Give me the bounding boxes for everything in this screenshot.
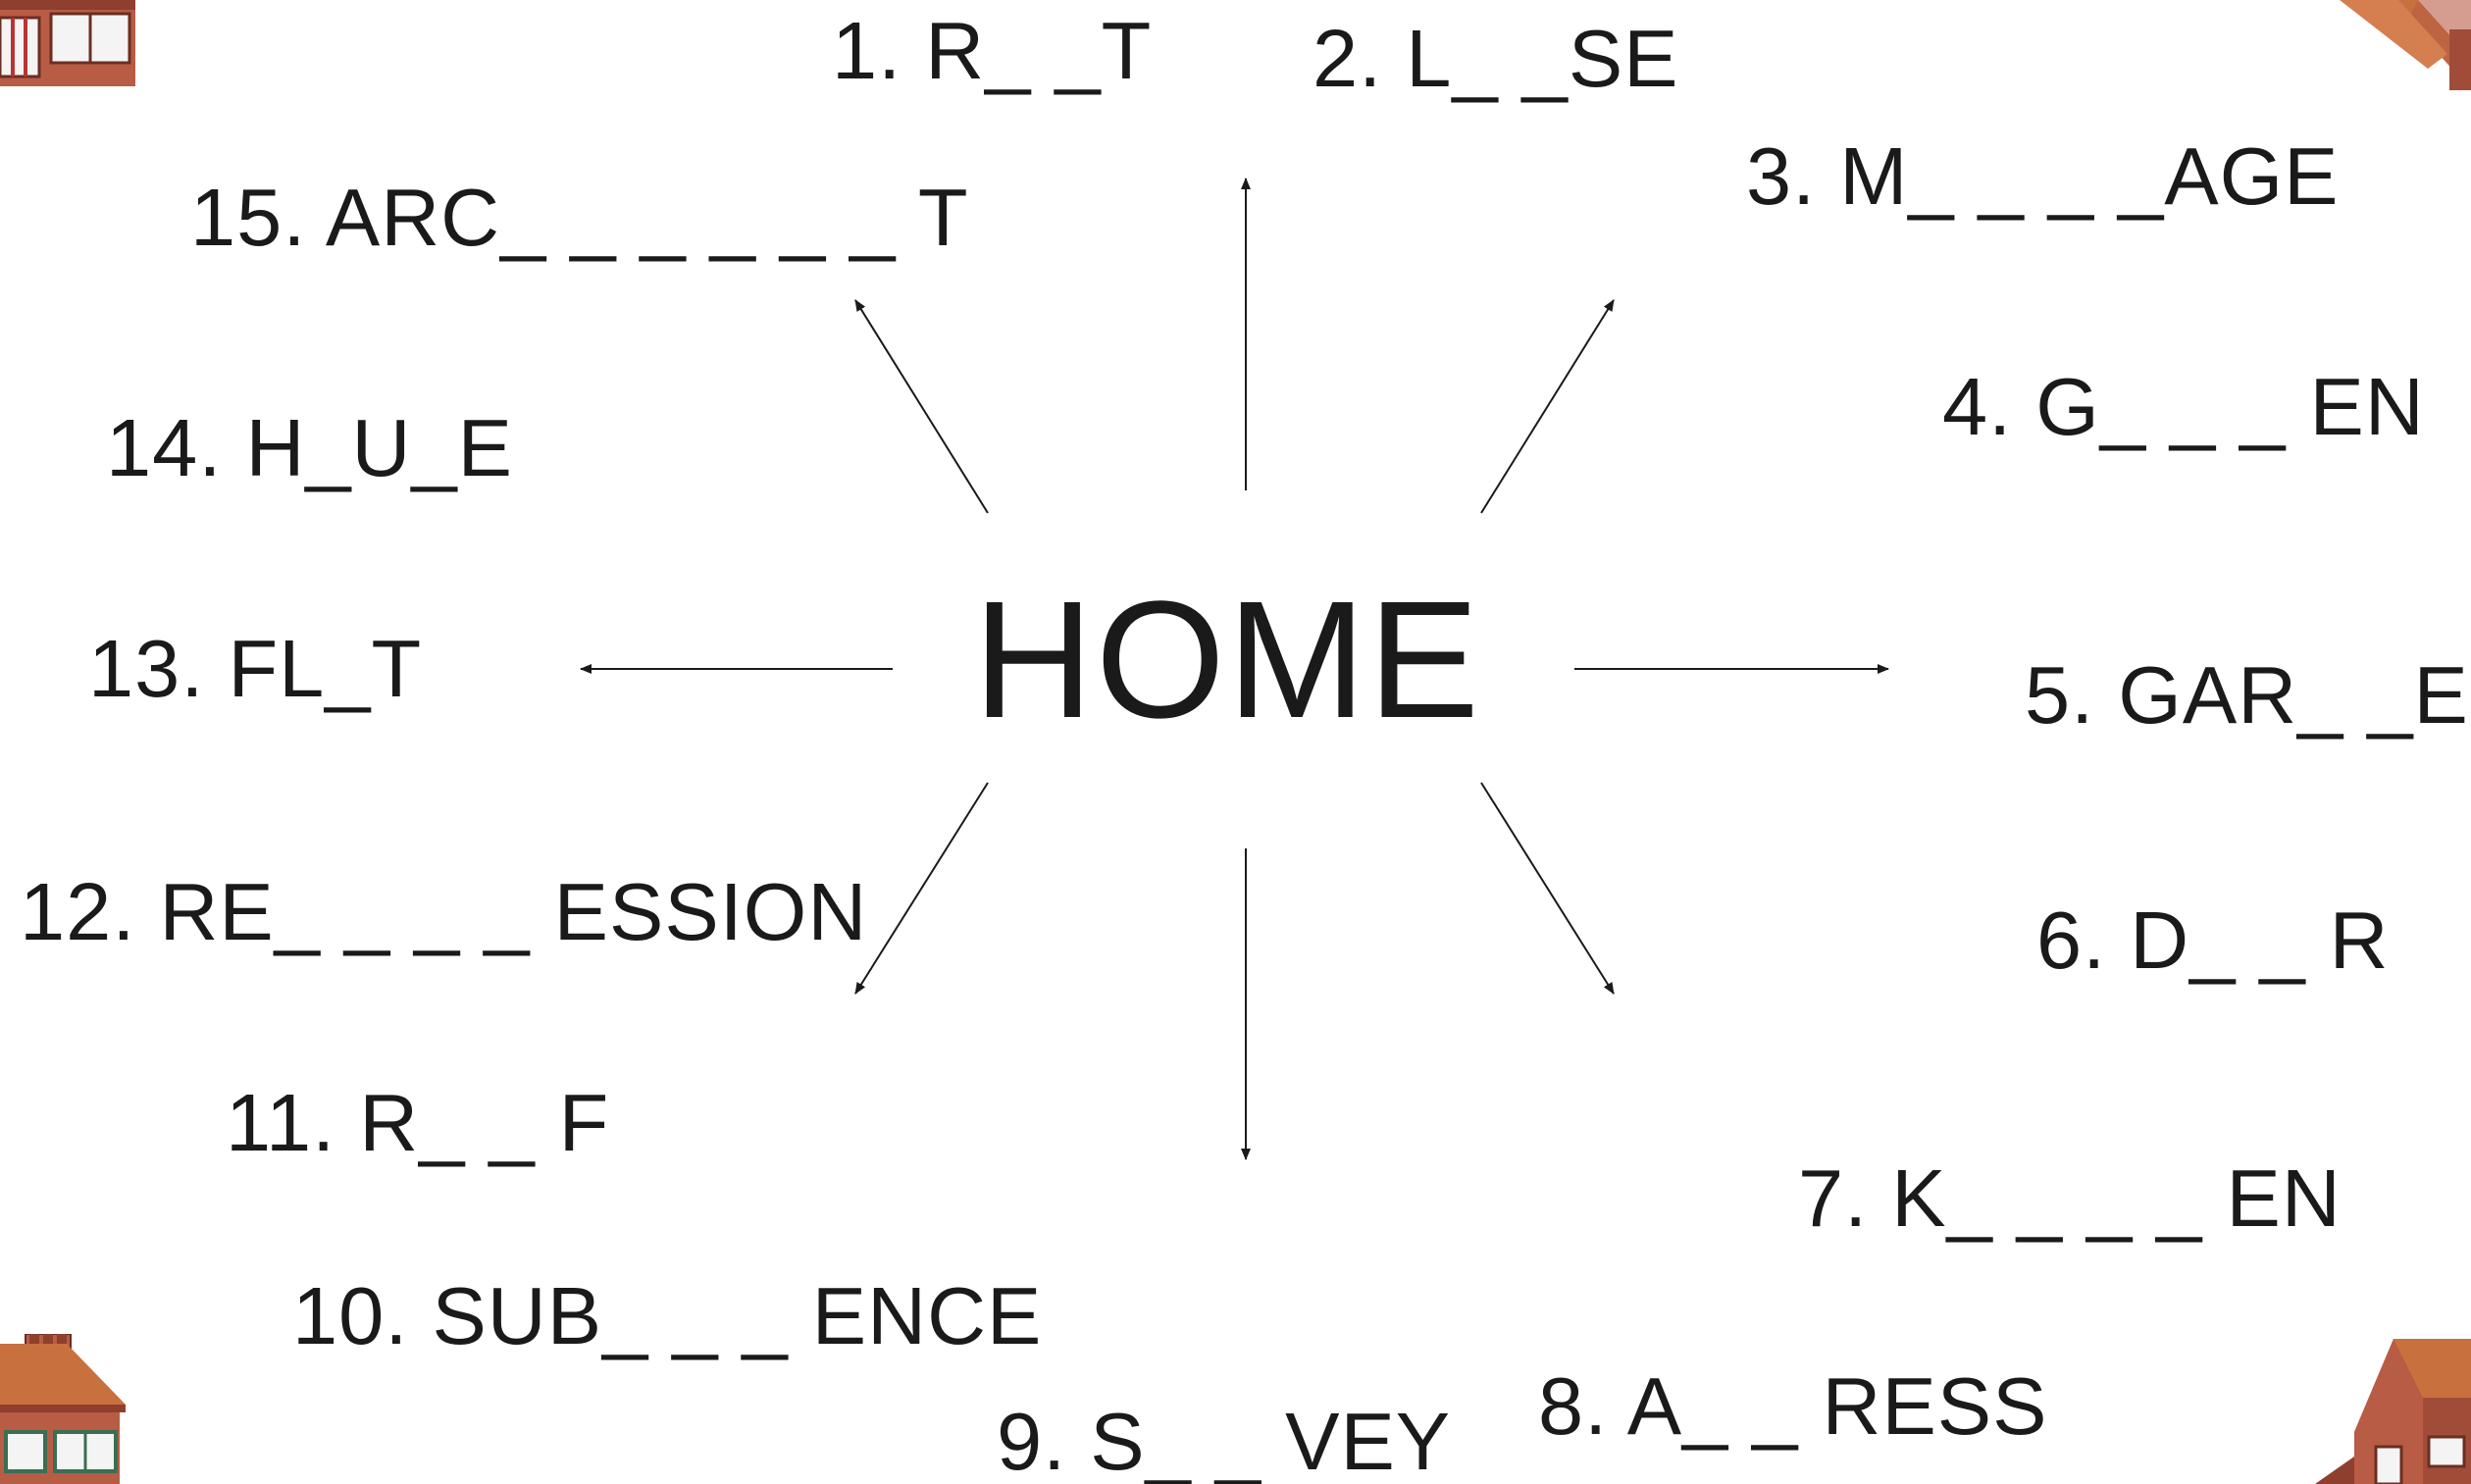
word-10: 10. SUB_ _ _ ENCE bbox=[292, 1270, 1043, 1361]
house-icon bbox=[2315, 1339, 2471, 1484]
arrow-down-right bbox=[1480, 782, 1615, 995]
arrow-down-left bbox=[854, 782, 989, 995]
word-3: 3. M_ _ _ _AGE bbox=[1746, 130, 2340, 222]
word-13: 13. FL_T bbox=[88, 623, 423, 714]
word-6: 6. D_ _ R bbox=[2036, 895, 2390, 986]
word-11: 11. R_ _ F bbox=[226, 1077, 610, 1168]
word-15: 15. ARC_ _ _ _ _ _ T bbox=[190, 172, 969, 263]
house-icon bbox=[2340, 0, 2471, 90]
arrow-up-right bbox=[1480, 299, 1615, 514]
word-7: 7. K_ _ _ _ EN bbox=[1798, 1152, 2342, 1244]
word-5: 5. GAR_ _E bbox=[2025, 649, 2469, 741]
arrow-up-left bbox=[854, 299, 989, 514]
word-4: 4. G_ _ _ EN bbox=[1942, 361, 2425, 452]
word-1: 1. R_ _T bbox=[832, 5, 1153, 96]
word-2: 2. L_ _SE bbox=[1313, 13, 1679, 104]
word-12: 12. RE_ _ _ _ ESSION bbox=[20, 866, 868, 957]
word-9: 9. S_ _ VEY bbox=[997, 1396, 1452, 1484]
center-word: HOME bbox=[973, 567, 1481, 753]
house-icon bbox=[0, 0, 135, 86]
word-14: 14. H_U_E bbox=[106, 402, 514, 493]
house-icon bbox=[0, 1334, 126, 1484]
word-8: 8. A_ _ RESS bbox=[1538, 1360, 2048, 1452]
